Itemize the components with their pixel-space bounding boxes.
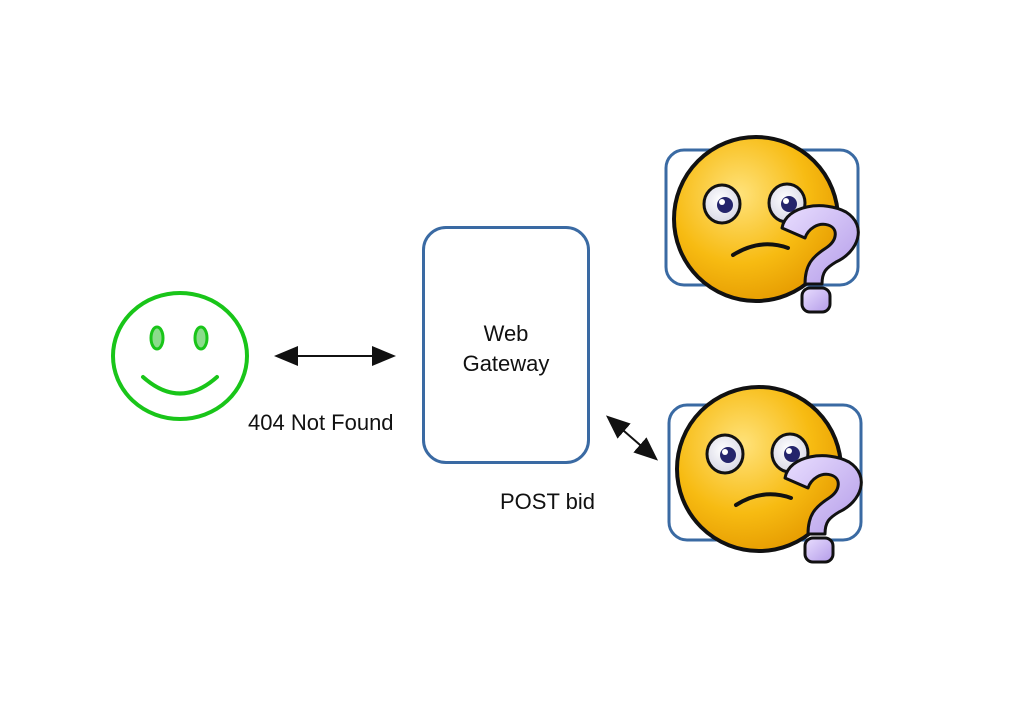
confused-face-question-icon <box>664 135 860 314</box>
confused-face-question-icon <box>667 385 863 564</box>
client-gateway-edge-label: 404 Not Found <box>248 410 394 435</box>
smiley-face-icon <box>111 291 249 421</box>
gateway-backend-edge-label: POST bid <box>500 489 595 514</box>
web-gateway-label: Web Gateway <box>425 319 587 379</box>
web-gateway-label-line2: Gateway <box>462 351 550 376</box>
web-gateway-label-line1: Web <box>483 321 529 346</box>
gateway-backend-arrow <box>605 415 659 461</box>
web-gateway-node: Web Gateway <box>422 226 590 464</box>
